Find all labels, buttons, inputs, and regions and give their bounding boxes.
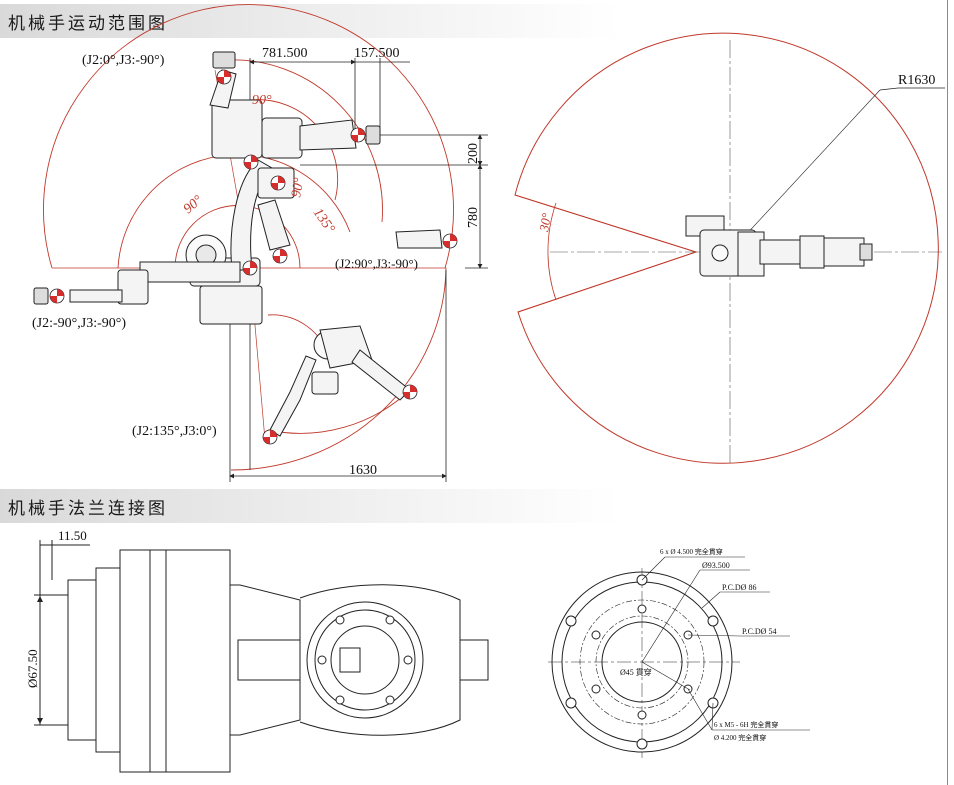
marker-top [216,69,232,85]
pose-label-j2-0: (J2:0°,J3:-90°) [82,53,165,68]
forearm-left [69,289,123,303]
forearm-mid [257,199,291,251]
angle-30-label: 30° [536,212,554,234]
flange-section-title: 机械手法兰连接图 [8,499,168,519]
dim-67-50: Ø67.50 [25,649,40,688]
marker-lower-left [262,429,278,445]
flange-outer-holes [565,574,719,750]
forearm-lower-right [351,349,411,401]
flange-bore-label: Ø45 貫穿 [620,667,652,677]
marker-center-c [272,248,288,264]
lower-range-arc [267,389,411,434]
marker-left [49,288,65,304]
marker-center-a [243,154,259,170]
flange-holes-bottom-label-1: 6 x M5 - 6H 完全貫穿 [714,720,778,729]
dim-780: 780 [466,207,481,228]
forearm-horizontal-top [299,119,357,151]
dim-200: 200 [466,143,481,164]
angle-90-left: 90° [181,193,206,217]
flange-front-view [548,556,810,758]
dim-11-50: 11.50 [58,528,87,543]
flange-pcd86-label: P.C.DØ 86 [722,583,756,592]
marker-right [442,233,458,249]
flange-pcd54-label: P.C.DØ 54 [742,627,776,636]
side-view-range-diagram: (J2:0°,J3:-90°) (J2:90°,J3:-90°) (J2:-90… [32,4,488,482]
flange-holes-bottom-label-2: Ø 4.200 完全貫穿 [714,733,766,742]
end-effector-markers [49,69,458,445]
dim-781: 781.500 [262,46,308,61]
upper-arm-left [139,261,241,283]
radius-label: R1630 [898,73,935,88]
flange-holes-top-label: 6 x Ø 4.500 完全貫穿 [660,547,723,556]
dim-157: 157.500 [354,46,400,61]
marker-center-b [270,175,286,191]
angle-90-mid: 90° [289,176,307,198]
marker-base-joint [242,260,258,276]
pose-label-j2-135: (J2:135°,J3:0°) [132,424,217,439]
angle-90-top: 90° [252,93,272,108]
marker-lower-right [402,384,418,400]
flange-section-header: 机械手法兰连接图 [0,489,620,523]
flange-d93-label: Ø93.500 [702,561,730,570]
robot-arm-outline [33,51,443,437]
robot-top-view [685,215,873,277]
top-view-range-circle [514,32,939,464]
range-section-title: 机械手运动范围图 [8,14,168,34]
forearm-far-right [395,229,443,249]
top-view-range-diagram: R1630 30° [514,32,945,465]
forearm-lower-left [269,355,317,437]
range-section-header: 机械手运动范围图 [0,4,620,38]
dim-1630: 1630 [349,463,377,478]
right-border-line [947,0,948,785]
flange-side-view [34,540,489,773]
angle-135: 135° [310,206,338,237]
robot-base [199,285,263,325]
pose-label-j2-90: (J2:90°,J3:-90°) [335,256,418,271]
marker-top-right [350,127,366,143]
flange-side-bolt-holes [317,615,413,705]
outer-range-arc [43,4,454,269]
pose-label-j2-m90: (J2:-90°,J3:-90°) [32,316,126,331]
